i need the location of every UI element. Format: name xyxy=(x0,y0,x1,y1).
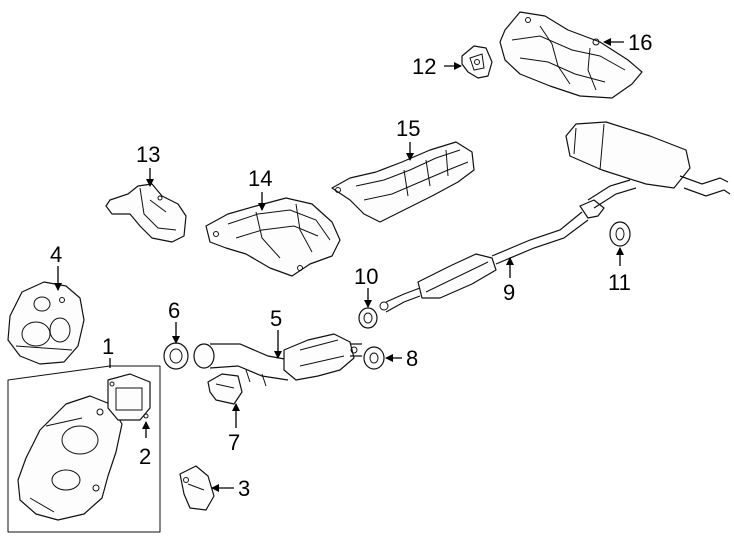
part-7-bracket xyxy=(207,373,243,405)
rear-muffler xyxy=(565,121,731,209)
part-14-heat-shield xyxy=(205,197,341,277)
callout-leaders xyxy=(54,38,624,492)
part-12-hanger-bracket xyxy=(461,45,493,79)
callout-8: 8 xyxy=(406,346,418,371)
part-3-bracket xyxy=(179,465,215,511)
callout-4: 4 xyxy=(50,242,62,267)
part-11-isolator xyxy=(609,221,631,247)
callout-10: 10 xyxy=(354,264,378,289)
callout-11: 11 xyxy=(608,270,631,295)
callout-12: 12 xyxy=(412,54,436,79)
part-16-rear-heat-shield xyxy=(499,11,643,99)
callout-13: 13 xyxy=(136,142,160,167)
callout-5: 5 xyxy=(270,306,282,331)
callout-7: 7 xyxy=(228,430,240,455)
part-2-gasket xyxy=(107,373,151,421)
part-6-gasket xyxy=(163,342,189,370)
callout-9: 9 xyxy=(503,280,515,305)
callout-15: 15 xyxy=(396,116,420,141)
callout-2: 2 xyxy=(139,444,151,469)
callout-6: 6 xyxy=(168,298,180,323)
part-9-intermediate-pipe xyxy=(379,199,605,313)
part-13-bracket xyxy=(105,183,187,243)
callout-labels: 1 2 3 4 5 6 7 8 9 10 11 12 13 14 15 16 xyxy=(50,30,652,501)
part-8-isolator xyxy=(363,346,385,370)
part-10-gasket xyxy=(358,307,378,329)
callout-14: 14 xyxy=(248,166,272,191)
callout-3: 3 xyxy=(238,476,250,501)
callout-1: 1 xyxy=(102,334,114,359)
part-15-heat-shield xyxy=(331,141,475,223)
callout-16: 16 xyxy=(628,30,652,55)
part-4-manifold-heat-shield xyxy=(7,281,85,365)
